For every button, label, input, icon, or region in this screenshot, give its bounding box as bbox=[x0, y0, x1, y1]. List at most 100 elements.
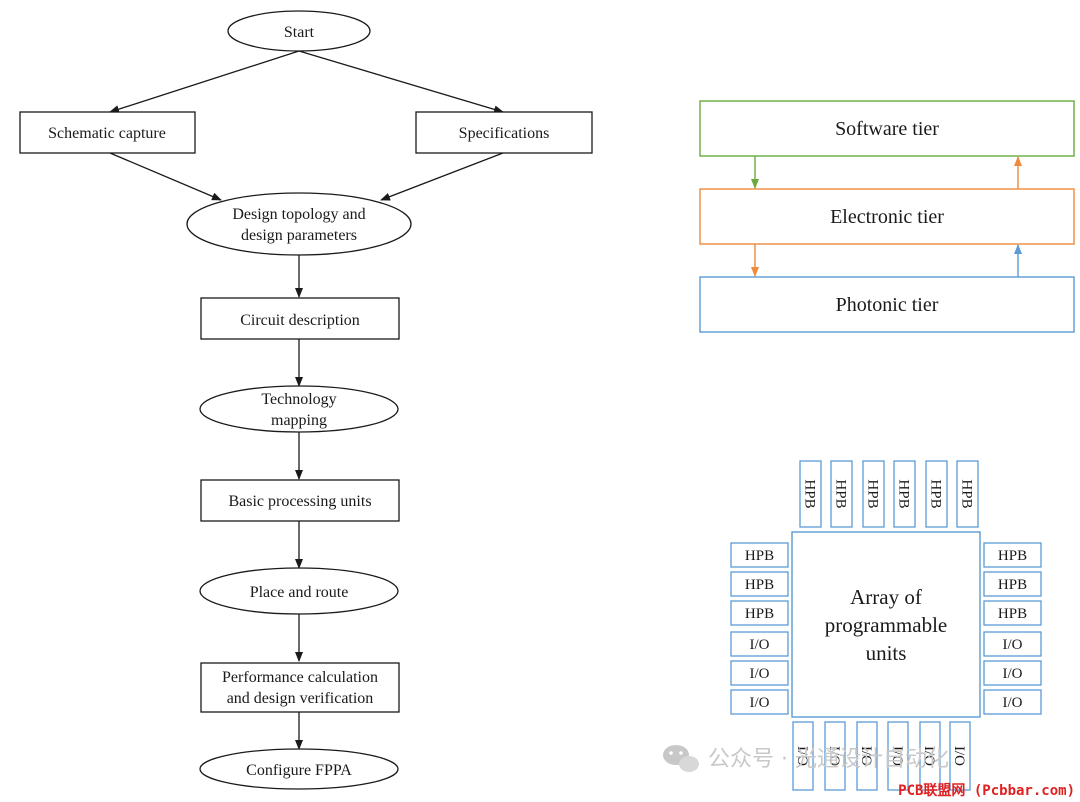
label-circuit-description: Circuit description bbox=[240, 312, 360, 329]
left-block-0-label: HPB bbox=[745, 548, 774, 564]
right-block-5-frame bbox=[983, 689, 1042, 715]
right-block-5: I/O bbox=[983, 689, 1042, 715]
top-block-0: HPB bbox=[799, 460, 822, 528]
left-block-4-frame bbox=[730, 660, 789, 686]
label-design-topology-line1: Design topology and bbox=[232, 206, 365, 223]
node-configure-fppa bbox=[199, 748, 399, 790]
arrow-specifications-to-topology bbox=[380, 152, 504, 201]
label-schematic-capture: Schematic capture bbox=[48, 125, 166, 142]
label-photonic-tier: Photonic tier bbox=[836, 294, 939, 316]
left-block-5-frame bbox=[730, 689, 789, 715]
left-block-0: HPB bbox=[730, 542, 789, 568]
right-block-0: HPB bbox=[983, 542, 1042, 568]
node-circuit-description bbox=[200, 297, 400, 340]
right-block-2: HPB bbox=[983, 600, 1042, 626]
right-block-4: I/O bbox=[983, 660, 1042, 686]
label-technology-mapping-line1: Technology bbox=[261, 391, 336, 408]
bottom-block-5-frame bbox=[949, 721, 971, 791]
label-configure-fppa: Configure FPPA bbox=[246, 762, 352, 779]
label-design-topology-line2: design parameters bbox=[241, 227, 357, 244]
flowchart-labels: Start Schematic capture Specifications D… bbox=[48, 24, 549, 779]
programmable-array-core bbox=[791, 531, 981, 718]
left-block-5: I/O bbox=[730, 689, 789, 715]
label-technology-mapping-line2: mapping bbox=[271, 412, 327, 429]
top-block-5: HPB bbox=[956, 460, 979, 528]
bottom-block-2-label: I/O bbox=[858, 746, 874, 766]
left-block-4: I/O bbox=[730, 660, 789, 686]
top-block-2-frame bbox=[862, 460, 885, 528]
right-block-4-frame bbox=[983, 660, 1042, 686]
node-start bbox=[227, 10, 371, 52]
left-block-5-label: I/O bbox=[750, 695, 770, 711]
right-block-3-frame bbox=[983, 631, 1042, 657]
top-block-2-label: HPB bbox=[865, 479, 881, 508]
top-block-3: HPB bbox=[893, 460, 916, 528]
bottom-block-0: I/O bbox=[792, 721, 814, 791]
left-block-2-frame bbox=[730, 600, 789, 626]
label-array-line3: units bbox=[866, 641, 907, 665]
label-software-tier: Software tier bbox=[835, 118, 939, 140]
bottom-block-4-label: I/O bbox=[921, 746, 937, 766]
software-tier-box bbox=[699, 100, 1075, 157]
node-technology-mapping bbox=[199, 385, 399, 433]
bottom-block-3-frame bbox=[887, 721, 909, 791]
left-block-3-label: I/O bbox=[750, 637, 770, 653]
right-block-1-label: HPB bbox=[998, 577, 1027, 593]
label-specifications: Specifications bbox=[459, 125, 550, 142]
right-block-1: HPB bbox=[983, 571, 1042, 597]
top-block-5-label: HPB bbox=[959, 479, 975, 508]
bottom-block-0-label: I/O bbox=[794, 746, 810, 766]
top-block-2: HPB bbox=[862, 460, 885, 528]
bottom-block-1-frame bbox=[824, 721, 846, 791]
design-flowchart bbox=[19, 10, 593, 790]
top-block-4-label: HPB bbox=[928, 479, 944, 508]
node-performance-verification bbox=[200, 662, 400, 713]
top-block-5-frame bbox=[956, 460, 979, 528]
right-block-2-frame bbox=[983, 600, 1042, 626]
bottom-block-4-frame bbox=[919, 721, 941, 791]
label-place-and-route: Place and route bbox=[250, 584, 349, 601]
bottom-block-3: I/O bbox=[887, 721, 909, 791]
bottom-block-2-frame bbox=[856, 721, 878, 791]
arrow-schematic-to-topology bbox=[109, 152, 222, 201]
right-block-1-frame bbox=[983, 571, 1042, 597]
tier-arrows bbox=[751, 156, 1022, 277]
bottom-block-1-label: I/O bbox=[826, 746, 842, 766]
right-block-2-label: HPB bbox=[998, 606, 1027, 622]
left-block-3-frame bbox=[730, 631, 789, 657]
top-block-0-label: HPB bbox=[802, 479, 818, 508]
label-basic-processing-units: Basic processing units bbox=[228, 493, 371, 510]
label-performance-line1: Performance calculation bbox=[222, 669, 378, 686]
watermark: 公众号 · 光通设计自动化 PCB联盟网 (Pcbbar.com) bbox=[663, 745, 1075, 799]
watermark-credit: PCB联盟网 (Pcbbar.com) bbox=[898, 783, 1075, 799]
tier-stack bbox=[699, 100, 1075, 333]
label-array-line2: programmable bbox=[825, 613, 947, 637]
top-block-1: HPB bbox=[830, 460, 853, 528]
bottom-block-2: I/O bbox=[856, 721, 878, 791]
top-block-0-frame bbox=[799, 460, 822, 528]
peripheral-blocks: HPB HPB HPB HPB HPB HPB HPB HPB HPB I/O I/O I/O HPB H… bbox=[730, 460, 1042, 791]
left-block-1: HPB bbox=[730, 571, 789, 597]
photonic-tier-box bbox=[699, 276, 1075, 333]
bottom-block-0-frame bbox=[792, 721, 814, 791]
tier-labels: Software tier Electronic tier Photonic t… bbox=[830, 118, 944, 316]
node-design-topology bbox=[186, 192, 412, 256]
right-block-5-label: I/O bbox=[1003, 695, 1023, 711]
wechat-icon bbox=[663, 745, 699, 772]
top-block-3-frame bbox=[893, 460, 916, 528]
top-block-4: HPB bbox=[925, 460, 948, 528]
right-block-0-frame bbox=[983, 542, 1042, 568]
left-block-2-label: HPB bbox=[745, 606, 774, 622]
left-block-4-label: I/O bbox=[750, 666, 770, 682]
left-block-1-frame bbox=[730, 571, 789, 597]
watermark-text: 公众号 · 光通设计自动化 bbox=[708, 747, 949, 772]
top-block-1-label: HPB bbox=[833, 479, 849, 508]
top-block-4-frame bbox=[925, 460, 948, 528]
top-block-1-frame bbox=[830, 460, 853, 528]
arrow-start-to-specifications bbox=[298, 50, 504, 114]
label-array-line1: Array of bbox=[850, 585, 922, 609]
node-schematic-capture bbox=[19, 111, 196, 154]
right-block-3-label: I/O bbox=[1003, 637, 1023, 653]
label-start: Start bbox=[284, 24, 315, 41]
